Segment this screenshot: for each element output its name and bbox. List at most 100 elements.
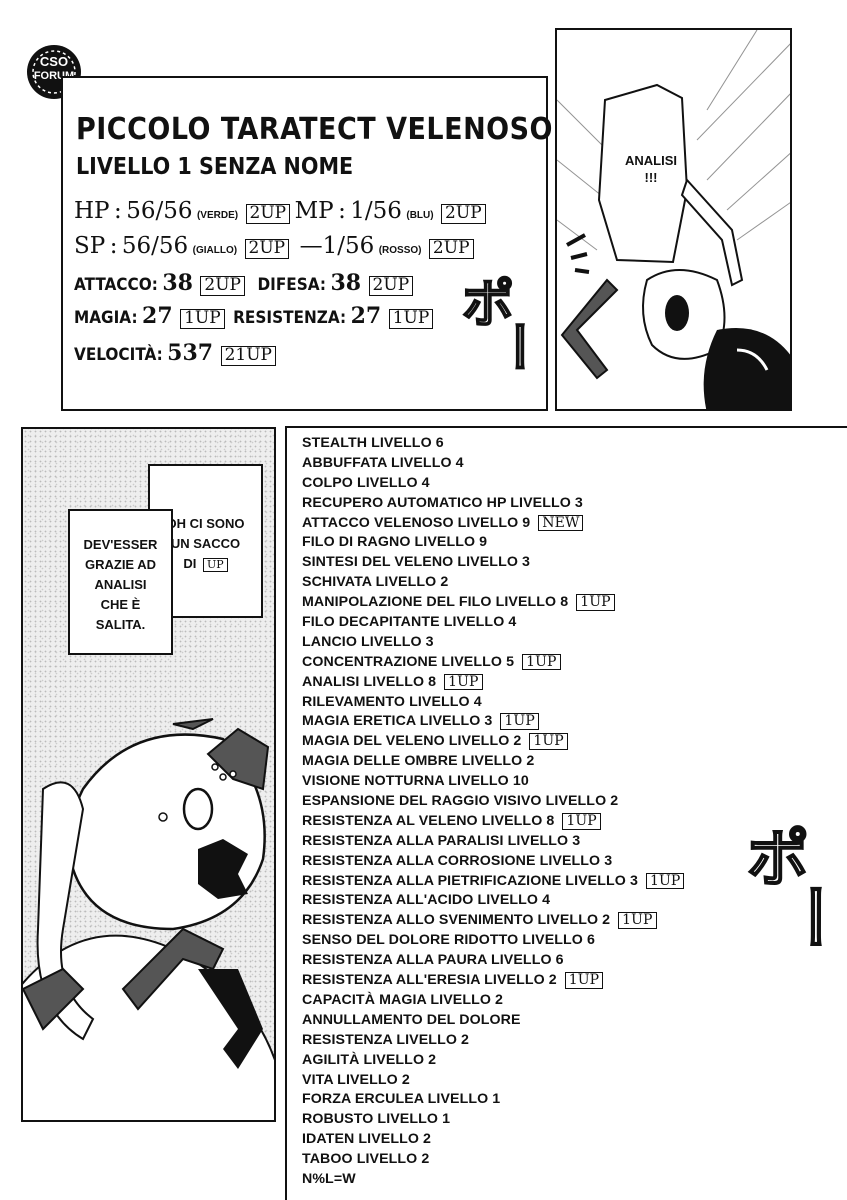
skill-item: RESISTENZA ALLA CORROSIONE LIVELLO 3 <box>302 852 684 872</box>
skill-name: ROBUSTO LIVELLO 1 <box>302 1111 451 1128</box>
skills-panel-border <box>285 426 847 428</box>
magia-up-badge: 1UP <box>180 309 225 329</box>
sp-label: SP <box>74 233 106 259</box>
skill-item: RESISTENZA ALLA PIETRIFICAZIONE LIVELLO … <box>302 872 685 892</box>
mp-sep: : <box>338 198 346 224</box>
bubble-many-up-line1: OH CI SONO <box>166 516 245 531</box>
skill-name: RESISTENZA ALLA PARALISI LIVELLO 3 <box>302 832 581 849</box>
hp-label: HP <box>74 198 110 224</box>
skill-name: RESISTENZA ALL'ERESIA LIVELLO 2 <box>302 972 557 989</box>
resistenza-up-badge: 1UP <box>388 309 434 329</box>
skill-item: FILO DECAPITANTE LIVELLO 4 <box>302 613 684 633</box>
skill-item: N%L=W <box>302 1170 684 1190</box>
skill-item: AGILITÀ LIVELLO 2 <box>302 1051 684 1071</box>
panel-spider-thinking: OH CI SONO UN SACCO DI UP DEV'ESSER GRAZ… <box>21 427 276 1122</box>
skill-tag-badge: 1UP <box>576 594 615 611</box>
sfx-po-top-char: ポ <box>461 275 515 335</box>
skill-item: RILEVAMENTO LIVELLO 4 <box>302 693 684 713</box>
skill-item: LANCIO LIVELLO 3 <box>302 633 684 653</box>
skill-item: FILO DI RAGNO LIVELLO 9 <box>302 533 684 553</box>
skill-name: MANIPOLAZIONE DEL FILO LIVELLO 8 <box>302 594 569 611</box>
sfx-po-top-dash: ー <box>484 319 546 375</box>
sp-value: 56/56 <box>121 233 189 259</box>
bubble-analysis-grew: DEV'ESSER GRAZIE AD ANALISI CHE È SALITA… <box>68 509 173 655</box>
resistenza-value: 27 <box>350 303 382 329</box>
difesa-value: 38 <box>330 270 362 296</box>
sfx-po-top: ポ ー <box>458 262 546 402</box>
hp-up-badge: 2UP <box>245 204 291 224</box>
skill-item: RESISTENZA ALLA PAURA LIVELLO 6 <box>302 951 684 971</box>
skill-tag-badge: 1UP <box>500 713 539 731</box>
skill-item: ESPANSIONE DEL RAGGIO VISIVO LIVELLO 2 <box>302 792 684 812</box>
magia-label: MAGIA: <box>74 308 138 328</box>
skill-name: ABBUFFATA LIVELLO 4 <box>302 454 464 471</box>
mp-label: MP <box>294 198 334 224</box>
skill-item: STEALTH LIVELLO 6 <box>302 434 684 454</box>
stat-mag-res-line: MAGIA: 27 1UP RESISTENZA: 27 1UP <box>74 303 434 329</box>
mp-color: (BLU) <box>406 210 434 221</box>
skill-name: RESISTENZA LIVELLO 2 <box>302 1031 470 1048</box>
bubble-many-up-line2: UN SACCO <box>170 536 241 551</box>
difesa-label: DIFESA: <box>257 275 327 295</box>
skill-item: FORZA ERCULEA LIVELLO 1 <box>302 1090 684 1110</box>
sp2-up-badge: 2UP <box>428 239 474 259</box>
skill-name: ANALISI LIVELLO 8 <box>302 673 437 690</box>
attacco-label: ATTACCO: <box>74 275 158 295</box>
skill-name: RESISTENZA ALLA CORROSIONE LIVELLO 3 <box>302 852 613 869</box>
skill-name: LANCIO LIVELLO 3 <box>302 633 434 650</box>
sp-sep: : <box>109 233 118 259</box>
skill-name: ATTACCO VELENOSO LIVELLO 9 <box>302 514 531 531</box>
skill-name: ESPANSIONE DEL RAGGIO VISIVO LIVELLO 2 <box>302 793 619 810</box>
skill-item: VITA LIVELLO 2 <box>302 1071 684 1091</box>
skill-name: SCHIVATA LIVELLO 2 <box>302 574 449 591</box>
hp-sep: : <box>114 198 122 224</box>
skill-name: FORZA ERCULEA LIVELLO 1 <box>302 1091 501 1108</box>
skill-name: VISIONE NOTTURNA LIVELLO 10 <box>302 773 529 790</box>
skill-item: COLPO LIVELLO 4 <box>302 474 684 494</box>
skill-item: IDATEN LIVELLO 2 <box>302 1130 684 1150</box>
skill-name: AGILITÀ LIVELLO 2 <box>302 1051 437 1068</box>
stat-vel-line: VELOCITÀ: 537 21UP <box>74 340 276 366</box>
sfx-po-right-char: ポ <box>746 824 810 895</box>
skill-name: SENSO DEL DOLORE RIDOTTO LIVELLO 6 <box>302 932 595 949</box>
hp-color: (VERDE) <box>196 210 239 221</box>
skill-tag-badge: 1UP <box>522 653 561 671</box>
sp2-color: (ROSSO) <box>378 245 422 256</box>
skill-name: VITA LIVELLO 2 <box>302 1071 410 1088</box>
skills-panel-left-border <box>285 426 287 1200</box>
skill-tag-badge: NEW <box>538 514 584 532</box>
logo-line1: CSO <box>39 54 69 69</box>
mp-up-badge: 2UP <box>441 204 486 224</box>
skill-name: RESISTENZA ALLA PIETRIFICAZIONE LIVELLO … <box>302 872 638 889</box>
skill-name: MAGIA DEL VELENO LIVELLO 2 <box>302 733 522 750</box>
skill-name: ANNULLAMENTO DEL DOLORE <box>302 1011 521 1028</box>
skill-name: RILEVAMENTO LIVELLO 4 <box>302 693 482 710</box>
skill-item: RESISTENZA ALL'ACIDO LIVELLO 4 <box>302 891 684 911</box>
skill-name: SINTESI DEL VELENO LIVELLO 3 <box>302 554 530 571</box>
bubble-up-badge: UP <box>202 558 228 572</box>
stats-panel <box>61 76 548 411</box>
magia-value: 27 <box>142 303 173 329</box>
skill-tag-badge: 1UP <box>562 812 601 830</box>
sp-up-badge: 2UP <box>244 239 290 259</box>
skill-item: RESISTENZA ALLA PARALISI LIVELLO 3 <box>302 832 684 852</box>
sp2-value: —1/56 <box>299 233 375 259</box>
bubble-many-up-line3: DI UP <box>150 554 261 574</box>
skill-name: RESISTENZA ALLO SVENIMENTO LIVELLO 2 <box>302 912 611 929</box>
skill-name: RECUPERO AUTOMATICO HP LIVELLO 3 <box>302 494 583 511</box>
sfx-po-right-dash: ー <box>771 881 847 953</box>
stats-title: PICCOLO TARATECT VELENOSO <box>76 112 553 147</box>
skill-tag-badge: 1UP <box>529 733 568 751</box>
skill-name: N%L=W <box>302 1170 356 1187</box>
skill-name: MAGIA DELLE OMBRE LIVELLO 2 <box>302 753 535 770</box>
skill-item: ROBUSTO LIVELLO 1 <box>302 1110 684 1130</box>
stat-hp-mp-line: HP : 56/56 (VERDE) 2UP MP : 1/56 (BLU) 2… <box>74 198 486 224</box>
hp-value: 56/56 <box>126 198 193 224</box>
difesa-up-badge: 2UP <box>368 276 414 296</box>
skill-item: ANNULLAMENTO DEL DOLORE <box>302 1011 684 1031</box>
